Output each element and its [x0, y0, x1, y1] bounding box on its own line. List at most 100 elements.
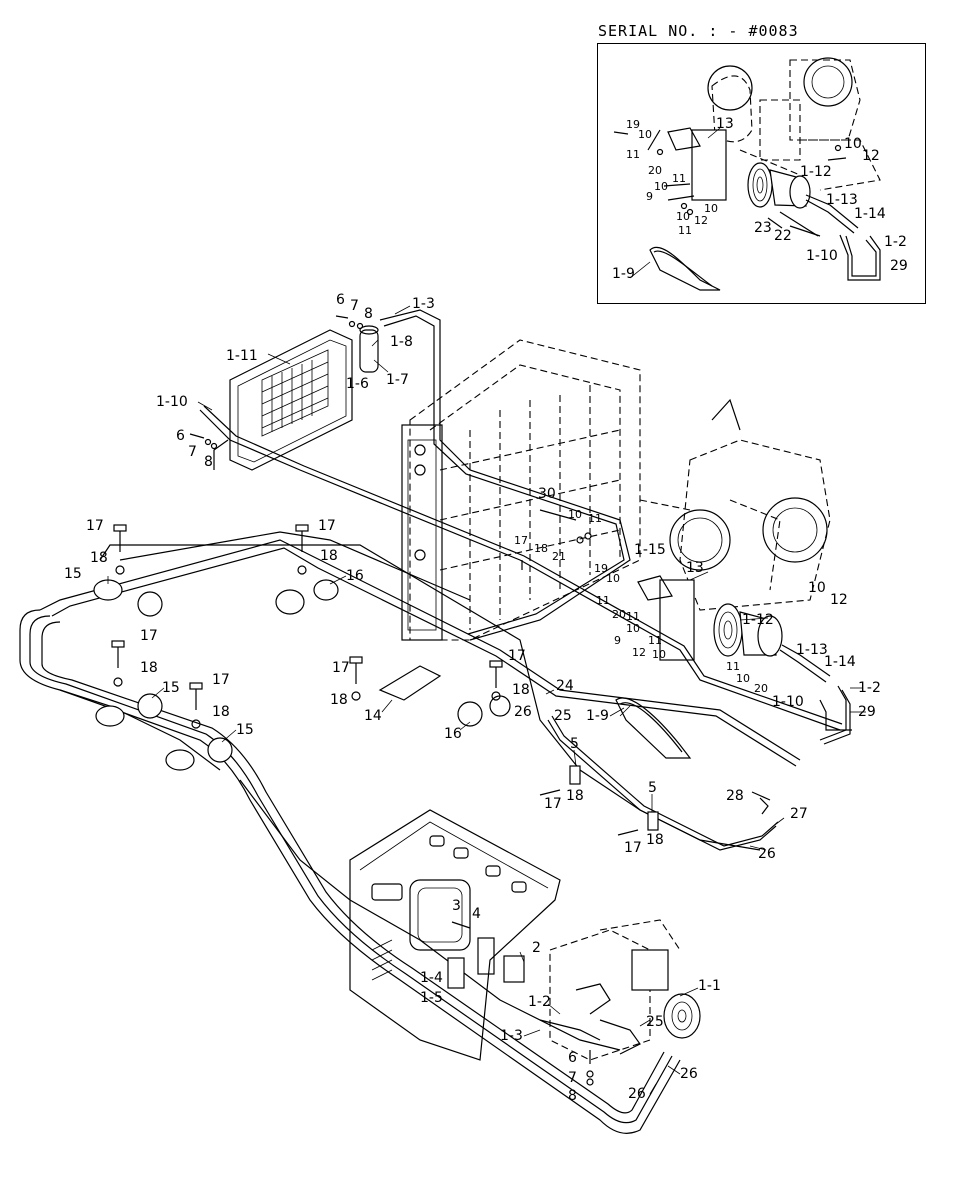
part-label: 1-1	[698, 978, 721, 994]
inset-label: 1-14	[854, 206, 886, 222]
part-label: 1-3	[500, 1028, 523, 1044]
part-label: 11	[596, 594, 610, 607]
part-label: 15	[162, 680, 180, 696]
part-label: 18	[90, 550, 108, 566]
part-label: 16	[444, 726, 462, 742]
part-label: 8	[364, 306, 373, 322]
part-label: 10	[808, 580, 826, 596]
part-label: 6	[336, 292, 345, 308]
inset-label: 10	[676, 210, 690, 223]
part-label: 25	[646, 1014, 664, 1030]
part-label: 1-14	[824, 654, 856, 670]
serial-number-label: SERIAL NO. : - #0083	[598, 22, 799, 40]
part-label: 16	[346, 568, 364, 584]
part-label: 10	[736, 672, 750, 685]
inset-label: 20	[648, 164, 662, 177]
part-label: 17	[140, 628, 158, 644]
part-label: 19	[594, 562, 608, 575]
part-label: 17	[624, 840, 642, 856]
pipe-clamps	[93, 579, 511, 771]
part-label: 26	[680, 1066, 698, 1082]
part-label: 18	[330, 692, 348, 708]
inset-label: 11	[626, 148, 640, 161]
part-label: 17	[332, 660, 350, 676]
part-label: 17	[86, 518, 104, 534]
part-label: 11	[626, 610, 640, 623]
part-label: 1-2	[528, 994, 551, 1010]
part-label: 14	[364, 708, 382, 724]
inset-label: 1-12	[800, 164, 832, 180]
inset-label: 11	[672, 172, 686, 185]
part-label: 26	[628, 1086, 646, 1102]
hvac-unit	[539, 919, 701, 1061]
part-label: 5	[648, 780, 657, 796]
part-label: 6	[176, 428, 185, 444]
main-callouts: 6 7 8 1-3 1-8 1-11 1-6 1-7 1-10 6 7 8 30…	[64, 292, 881, 1104]
part-label: 1-6	[346, 376, 369, 392]
condenser-assembly	[213, 325, 379, 471]
part-label: 18	[140, 660, 158, 676]
part-label: 6	[568, 1050, 577, 1066]
part-label: 10	[652, 648, 666, 661]
part-label: 25	[554, 708, 572, 724]
inset-label: 13	[716, 116, 734, 132]
part-label: 18	[320, 548, 338, 564]
inset-label: 19	[626, 118, 640, 131]
inset-label: 1-9	[612, 266, 635, 282]
part-label: 18	[566, 788, 584, 804]
part-label: 1-3	[412, 296, 435, 312]
part-label: 21	[552, 550, 566, 563]
part-label: 1-12	[742, 612, 774, 628]
refrigerant-hoses	[19, 309, 843, 1134]
part-label: 7	[188, 444, 197, 460]
part-label: 3	[452, 898, 461, 914]
part-label: 12	[830, 592, 848, 608]
inset-compressor	[649, 127, 881, 291]
inset-label: 29	[890, 258, 908, 274]
part-label: 18	[512, 682, 530, 698]
part-label: 10	[626, 622, 640, 635]
part-label: 17	[318, 518, 336, 534]
part-label: 1-4	[420, 970, 443, 986]
part-label: 1-5	[420, 990, 443, 1006]
part-label: 1-9	[586, 708, 609, 724]
part-label: 4	[472, 906, 481, 922]
part-label: 24	[556, 678, 574, 694]
part-label: 20	[612, 608, 626, 621]
part-label: 26	[758, 846, 776, 862]
inset-label: 10	[638, 128, 652, 141]
part-label: 1-10	[772, 694, 804, 710]
inset-label: 1-2	[884, 234, 907, 250]
part-label: 28	[726, 788, 744, 804]
inset-label: 11	[678, 224, 692, 237]
part-label: 12	[632, 646, 646, 659]
part-label: 20	[754, 682, 768, 695]
part-label: 11	[588, 512, 602, 525]
part-label: 10	[568, 508, 582, 521]
compressor-assembly	[615, 575, 852, 759]
part-label: 8	[568, 1088, 577, 1104]
part-label: 7	[350, 298, 359, 314]
inset-label: 22	[774, 228, 792, 244]
part-label: 13	[686, 560, 704, 576]
part-label: 1-13	[796, 642, 828, 658]
part-label: 17	[514, 534, 528, 547]
part-label: 1-11	[226, 348, 258, 364]
inset-label: 1-10	[806, 248, 838, 264]
inset-label: 1-13	[826, 192, 858, 208]
part-label: 17	[508, 648, 526, 664]
hardware-bolts	[111, 315, 771, 1086]
part-label: 26	[514, 704, 532, 720]
detail-inset-frame	[597, 43, 926, 304]
part-label: 30	[538, 486, 556, 502]
part-label: 29	[858, 704, 876, 720]
part-label: 1-2	[858, 680, 881, 696]
leader-lines	[107, 127, 866, 1095]
inset-callouts: 19 10 11 20 13 10 12 1-12 11 10 9 10 11 …	[612, 116, 908, 282]
inset-engine-outline	[707, 57, 881, 191]
part-label: 1-10	[156, 394, 188, 410]
part-label: 17	[544, 796, 562, 812]
inset-label: 12	[862, 148, 880, 164]
part-label: 1-7	[386, 372, 409, 388]
part-label: 15	[64, 566, 82, 582]
